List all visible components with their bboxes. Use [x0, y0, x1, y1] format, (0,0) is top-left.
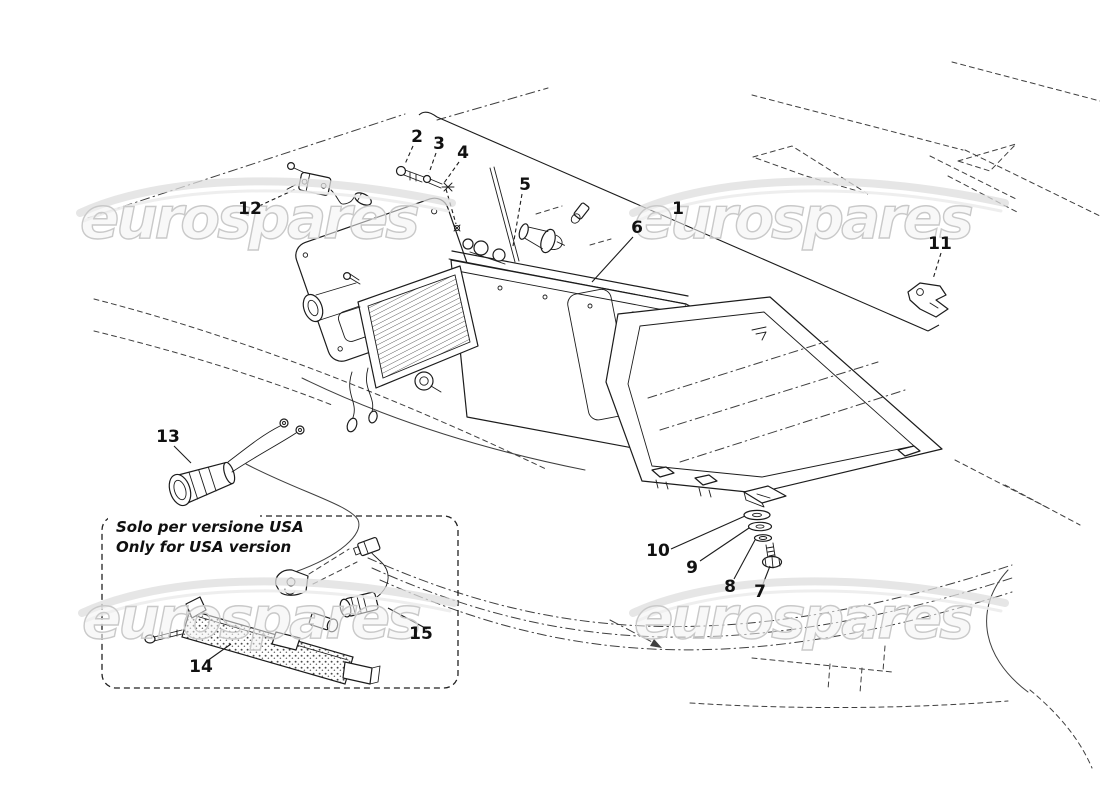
- watermarks: eurospares eurospares eurospares eurospa…: [76, 177, 1009, 653]
- usa-note: Solo per versione USA Only for USA versi…: [108, 514, 304, 560]
- part-number-labels: 1 2 3 4 5 6 7 8 9 10 11 12 13 14 15: [156, 127, 952, 677]
- usa-note-line1: Solo per versione USA: [116, 518, 304, 536]
- headlamp-unit: [302, 166, 520, 389]
- part-label-5: 5: [519, 175, 531, 195]
- part-label-7: 7: [754, 582, 766, 602]
- part-label-1: 1: [672, 199, 684, 219]
- part-label-13: 13: [156, 427, 180, 447]
- mounting-screws: [395, 165, 461, 232]
- part-label-10: 10: [646, 541, 670, 561]
- part-label-6: 6: [631, 218, 643, 238]
- small-bulb: [570, 202, 590, 224]
- marker-screw: [144, 629, 183, 644]
- lamp-motor: [302, 282, 361, 323]
- side-marker-lamp: [181, 596, 381, 685]
- part-label-8: 8: [724, 577, 736, 597]
- watermark-text: eurospares: [634, 184, 972, 252]
- part-label-4: 4: [457, 143, 469, 163]
- leader-lines: [173, 111, 942, 662]
- part-label-14: 14: [189, 657, 213, 677]
- part-label-2: 2: [411, 127, 423, 147]
- watermark-text: eurospares: [80, 184, 418, 252]
- watermark-text: eurospares: [82, 584, 420, 652]
- watermark-text: eurospares: [634, 584, 972, 652]
- latch-bracket: [907, 282, 949, 318]
- panel-wires: [346, 367, 378, 433]
- fastener-stack: [743, 485, 787, 569]
- part-label-3: 3: [433, 134, 445, 154]
- usa-version-box: [101, 515, 459, 689]
- headlamp-bulb: [518, 202, 612, 254]
- usa-note-line2: Only for USA version: [116, 538, 291, 556]
- adjuster-parts: [462, 166, 520, 265]
- car-body-context-lines: [87, 61, 1100, 769]
- grommet: [414, 371, 442, 393]
- part-label-15: 15: [409, 624, 433, 644]
- part-label-9: 9: [686, 558, 698, 578]
- panel-screw: [343, 272, 361, 285]
- bulb-holder-13: [168, 418, 360, 573]
- part-label-11: 11: [928, 234, 952, 254]
- part-label-12: 12: [238, 199, 262, 219]
- direction-arrow: [609, 619, 662, 648]
- cover-lid: [605, 296, 943, 498]
- marker-bulb: [308, 612, 339, 633]
